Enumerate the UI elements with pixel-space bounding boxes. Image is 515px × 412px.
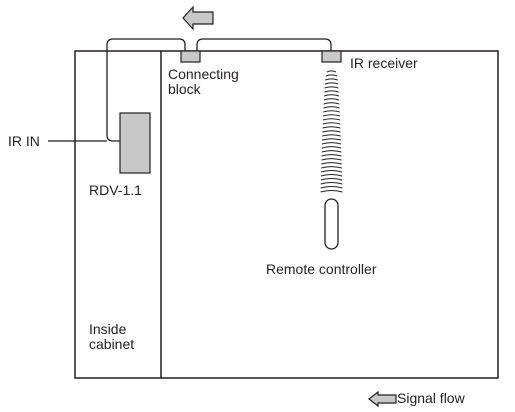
ir-wave-arc xyxy=(320,186,343,189)
equipment-enclosure xyxy=(74,50,499,379)
ir-in-label: IR IN xyxy=(8,133,40,149)
ir-wave-arc xyxy=(321,166,342,169)
ir-wave-arc xyxy=(323,102,340,105)
device-label: RDV-1.1 xyxy=(89,182,142,198)
ir-wave-arc xyxy=(321,154,342,157)
ir-wave-arc xyxy=(323,106,340,109)
ir-wave-arc xyxy=(325,78,338,81)
ir-wave-arc xyxy=(320,182,343,185)
ir-wave-arc xyxy=(320,174,343,177)
ir-wave-arc xyxy=(321,150,342,153)
top-signal-flow-arrow-icon xyxy=(182,5,214,31)
ir-wave-arc xyxy=(322,114,341,117)
ir-wave-arc xyxy=(325,74,338,77)
ir-wave-arc xyxy=(320,190,343,193)
inside-cabinet-label-line2: cabinet xyxy=(89,336,135,352)
ir-wave-arc xyxy=(322,118,341,121)
ir-wave-arc xyxy=(322,134,341,137)
ir-wave-arc xyxy=(323,110,340,113)
ir-wave-arc xyxy=(323,94,340,97)
remote-controller-label: Remote controller xyxy=(266,261,377,277)
ir-wave-arc xyxy=(324,86,339,89)
ir-wave-arc xyxy=(321,146,342,149)
ir-wave-arc xyxy=(321,158,342,161)
ir-receiver-label: IR receiver xyxy=(350,55,418,71)
ir-wave-arc xyxy=(324,90,339,93)
remote-controller xyxy=(324,198,339,250)
ir-wave-arc xyxy=(324,82,339,85)
ir-wave-arc xyxy=(320,170,343,173)
ir-waves-icon xyxy=(320,70,343,193)
connecting-block-label-line1: Connecting xyxy=(168,66,239,82)
rdv-device xyxy=(119,112,151,174)
inside-cabinet-label-line1: Inside xyxy=(89,321,127,337)
ir-wave-arc xyxy=(321,142,342,145)
inside-cabinet-label: Inside cabinet xyxy=(89,322,179,352)
ir-wave-arc xyxy=(322,122,341,125)
ir-wave-arc xyxy=(326,70,337,73)
signal-flow-label: Signal flow xyxy=(397,390,465,406)
ir-wave-arc xyxy=(322,126,341,129)
connecting-block xyxy=(180,50,201,63)
signal-flow-arrow-icon xyxy=(368,390,397,408)
ir-wave-arc xyxy=(323,98,340,101)
ir-wave-arc xyxy=(321,138,342,141)
ir-receiver xyxy=(321,50,342,63)
cable-device-to-connecting-block xyxy=(106,38,186,142)
cable-connecting-block-to-ir-receiver xyxy=(196,38,332,51)
ir-wave-arc xyxy=(320,178,343,181)
ir-wave-arc xyxy=(321,162,342,165)
ir-wave-arc xyxy=(322,130,341,133)
connecting-block-label: Connecting block xyxy=(168,67,258,97)
connecting-block-label-line2: block xyxy=(168,81,201,97)
